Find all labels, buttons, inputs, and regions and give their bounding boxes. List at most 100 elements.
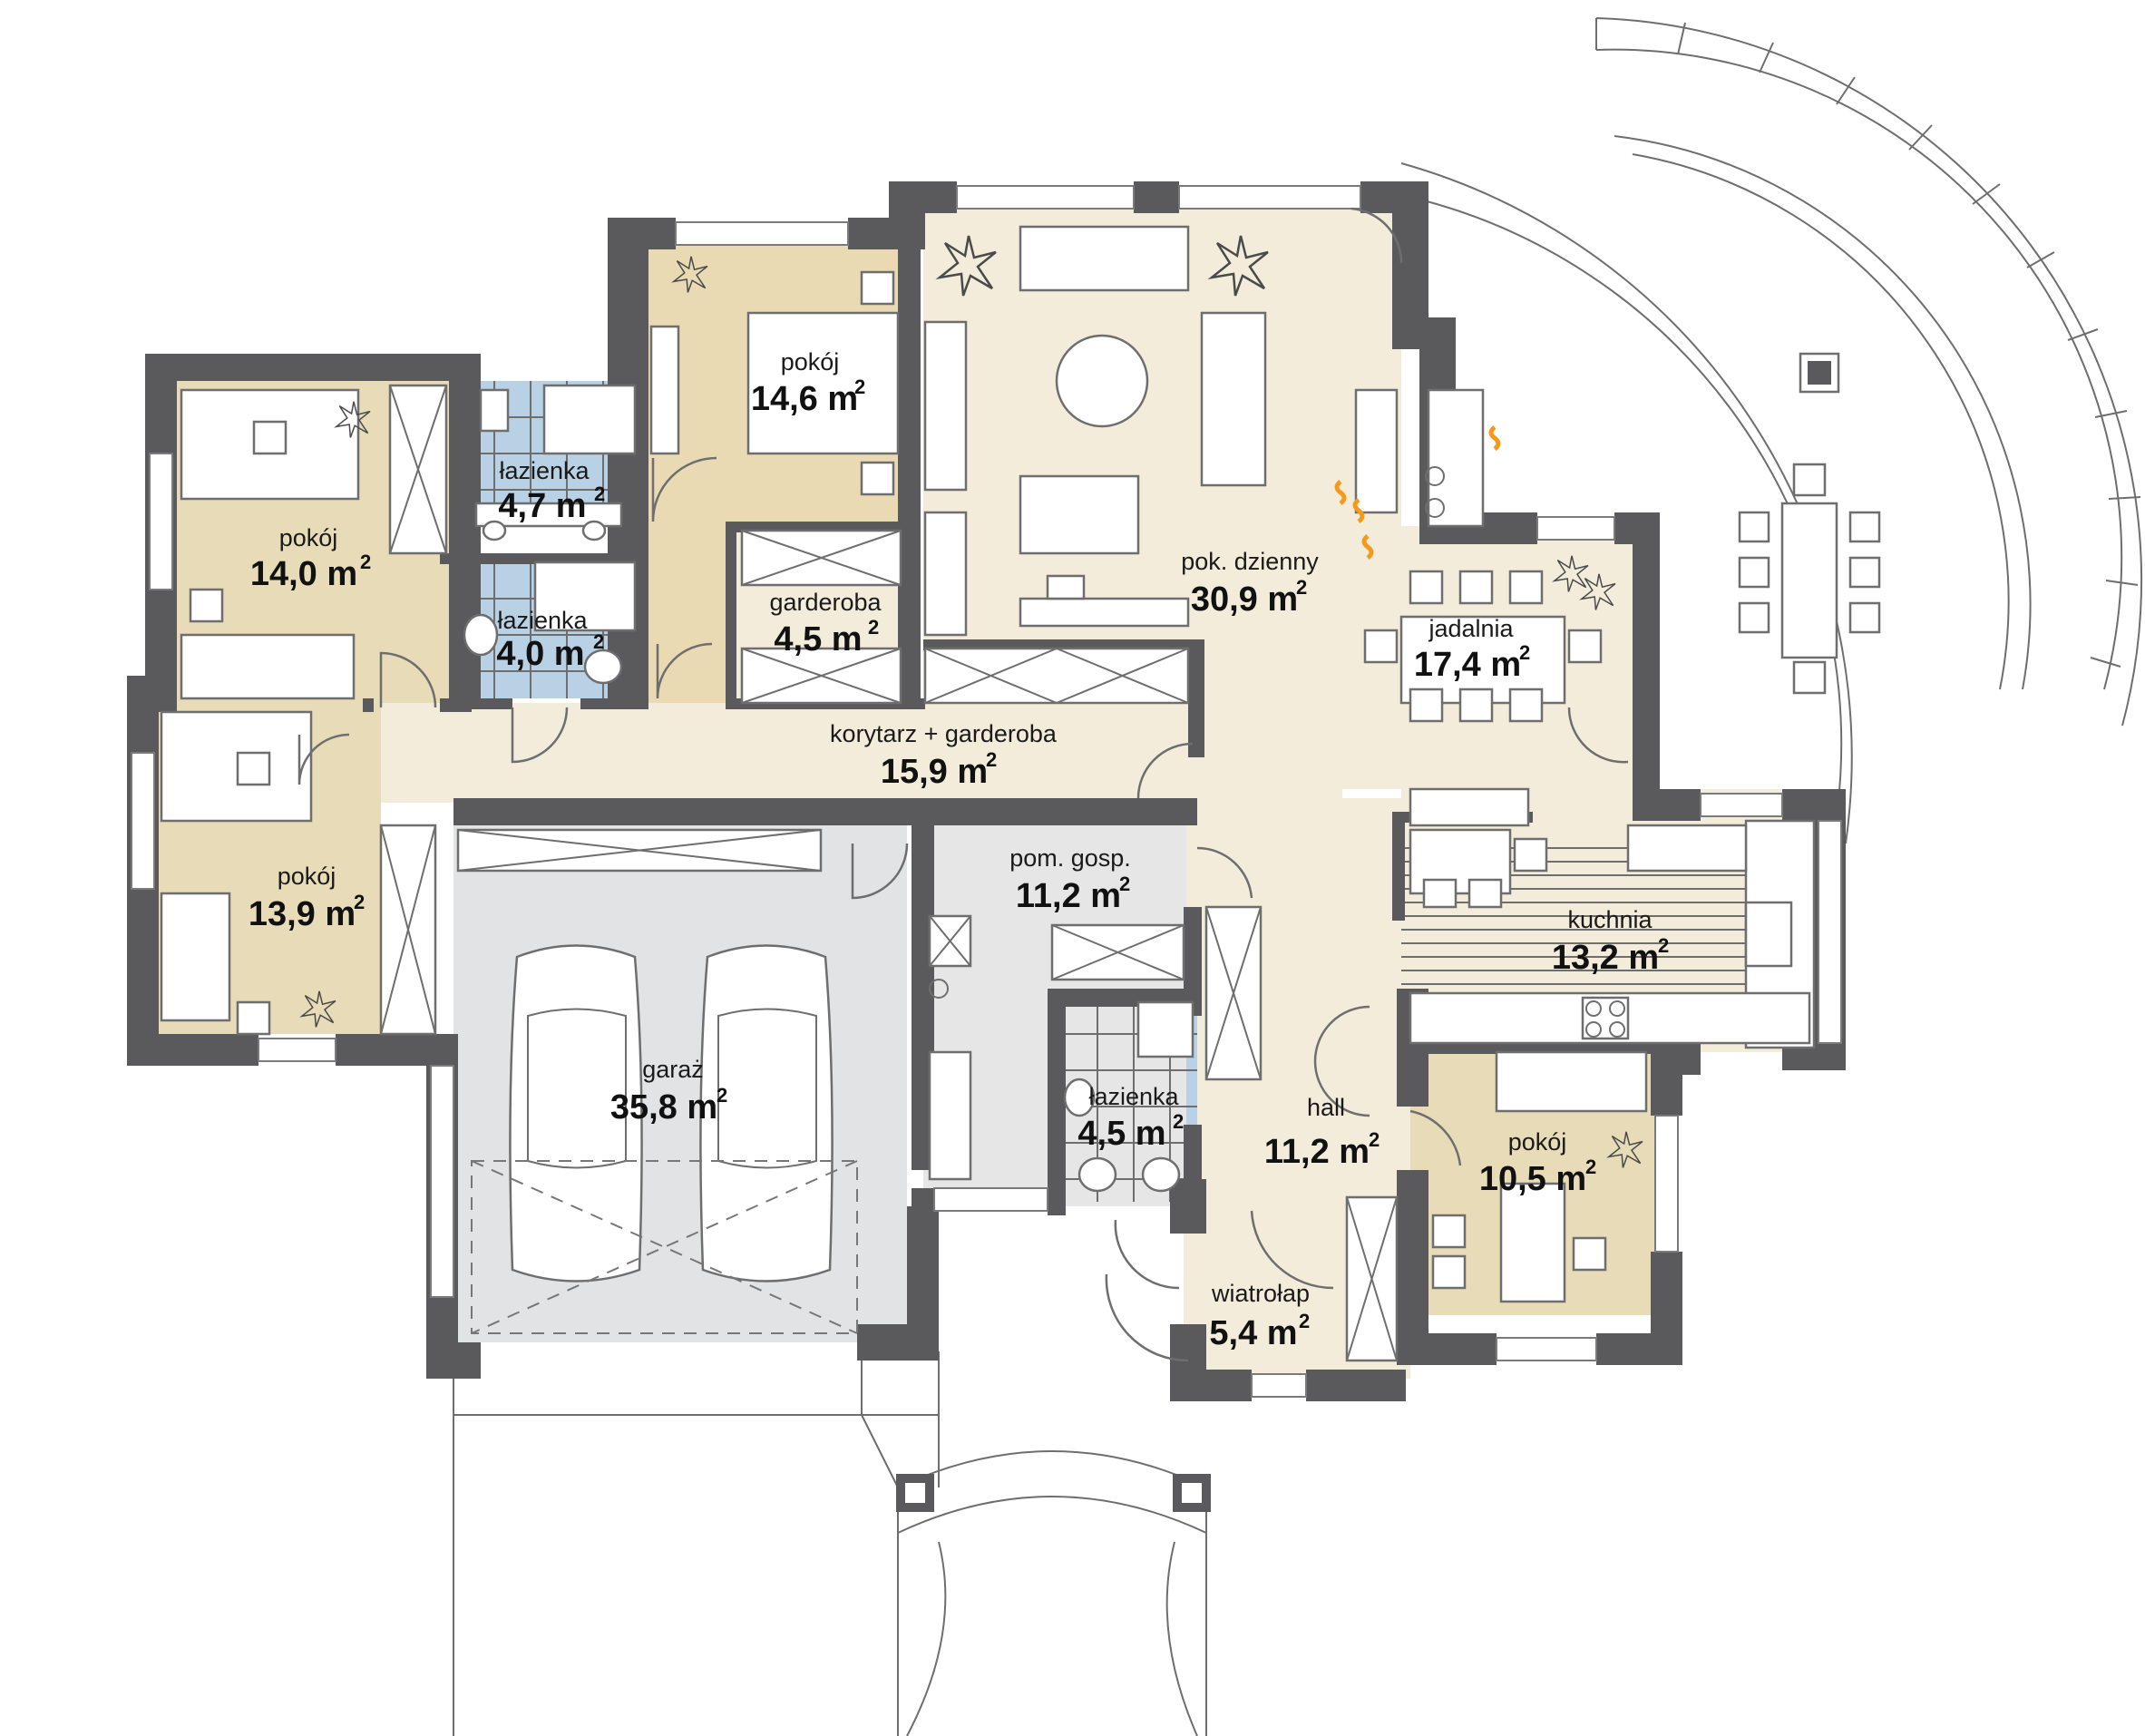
bed [160,892,231,1022]
plant-icon [671,256,708,293]
plant-icon [1552,555,1589,592]
room-area: 30,9 m [1191,580,1298,619]
room-name: wiatrołap [1211,1280,1310,1307]
room-name: korytarz + garderoba [830,720,1058,747]
room-jadalnia: jadalnia 17,4 m 2 [1414,615,1530,684]
room-pokoj-se: pokój 10,5 m 2 [1479,1128,1596,1198]
room-area: 4,0 m [496,635,584,673]
tv-unit [1019,597,1190,628]
plant-icon [1606,1131,1643,1168]
room-pokoj-dzienny: pok. dzienny 30,9 m 2 [1181,548,1319,619]
unit-superscript: 2 [1299,1310,1310,1332]
plant-icon [1207,235,1269,297]
bathtub [542,384,637,455]
room-name: pokój [781,348,840,375]
room-labels: pokój 14,0 m 2 łazienka 4,7 m 2 łazienka… [249,348,1669,1352]
unit-superscript: 2 [1519,641,1530,664]
room-name: pok. dzienny [1181,548,1319,575]
entrance-canopy [453,1351,1211,1736]
unit-superscript: 2 [1658,934,1669,957]
room-area: 10,5 m [1479,1160,1586,1198]
room-hall: hall 11,2 m 2 [1264,1094,1380,1171]
room-area: 14,0 m [250,555,357,593]
room-name: pokój [278,863,336,890]
room-name: łazienka [497,607,588,634]
shower [1136,1000,1194,1058]
corridor-wardrobe [923,647,1190,705]
bed [160,710,313,823]
room-name: jadalnia [1428,615,1514,642]
unit-superscript: 2 [868,616,879,639]
toilet [479,388,510,433]
kitchen-sink [1744,901,1793,968]
windows [131,185,1842,1398]
room-name: pokój [1508,1128,1567,1156]
unit-superscript: 2 [717,1084,727,1107]
fireplace-flame-icon [1334,425,1501,560]
terrace [1397,17,2143,1025]
plant-icon [1579,573,1616,610]
room-pokoj-nw: pokój 14,0 m 2 [250,524,371,593]
room-wiatrolap: wiatrołap 5,4 m 2 [1209,1280,1310,1352]
room-area: 17,4 m [1414,646,1521,684]
room-area: 11,2 m [1264,1133,1370,1171]
unit-superscript: 2 [854,375,865,398]
room-area: 13,2 m [1552,939,1659,977]
bed [1495,1050,1648,1113]
plant-icon [935,235,997,297]
room-pom-gosp: pom. gosp. 11,2 m 2 [1009,844,1131,915]
kitchen-island [1409,787,1530,827]
terrace-table [1780,502,1838,659]
room-name: garderoba [769,589,882,616]
toilet [583,649,623,685]
room-lazienka-top: łazienka 4,7 m 2 [498,457,605,525]
room-lazienka-mid: łazienka 4,0 m 2 [496,607,604,673]
room-name: hall [1307,1094,1345,1121]
unit-superscript: 2 [1369,1128,1380,1151]
shelf [923,320,968,492]
unit-superscript: 2 [1119,873,1130,895]
room-area: 5,4 m [1209,1314,1297,1352]
plant-icon [334,401,371,438]
armchairs [1019,474,1140,555]
sink [1063,1078,1096,1117]
room-area: 35,8 m [610,1088,717,1126]
room-garderoba: garderoba 4,5 m 2 [769,589,882,658]
room-pokoj-sw: pokój 13,9 m 2 [249,863,365,933]
room-lazienka-small: łazienka 4,5 m 2 [1077,1083,1184,1153]
room-name: pokój [279,524,338,551]
unit-superscript: 2 [1585,1156,1596,1178]
room-korytarz: korytarz + garderoba 15,9 m 2 [830,720,1058,791]
room-area: 4,7 m [498,487,586,525]
bed [746,311,900,455]
unit-superscript: 2 [593,630,604,653]
plants [299,235,1643,1168]
room-name: łazienka [499,457,590,484]
unit-superscript: 2 [360,551,371,573]
room-garaz: garaż 35,8 m 2 [610,1056,727,1126]
room-kuchnia: kuchnia 13,2 m 2 [1552,906,1669,977]
furniture [160,225,1816,1362]
sofa [1019,225,1190,292]
room-area: 4,5 m [1077,1115,1165,1153]
room-name: garaż [642,1056,704,1083]
desk [1499,1182,1566,1303]
utility-counter [928,1050,972,1181]
doors [297,207,1629,1362]
car-left [509,944,643,1282]
sofa [1200,311,1267,487]
fireplace-cabinet [1354,388,1399,514]
unit-superscript: 2 [1173,1110,1184,1133]
cooktop [1581,996,1630,1040]
room-area: 4,5 m [774,620,862,658]
room-name: łazienka [1088,1083,1179,1110]
car-right [699,944,834,1282]
bathtub [533,561,637,632]
garage-cars [471,944,858,1334]
coffee-table [1055,334,1149,428]
unit-superscript: 2 [1296,576,1307,599]
fireplace [1427,388,1485,528]
room-pokoj-master: pokój 14,6 m 2 [751,348,865,418]
room-area: 15,9 m [881,753,988,791]
